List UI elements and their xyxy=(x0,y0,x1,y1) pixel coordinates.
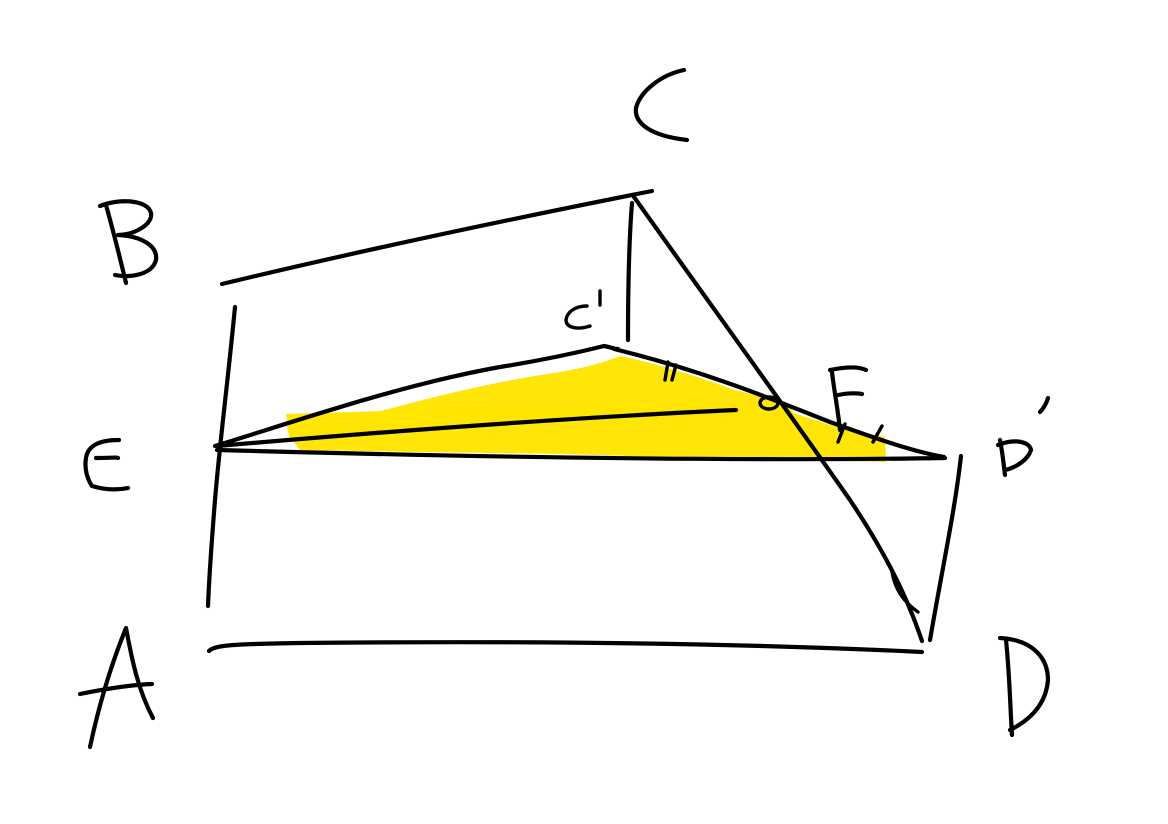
point-F-marker xyxy=(758,395,780,411)
edge-CD-diagonal xyxy=(631,194,925,644)
edge-EC-prime xyxy=(212,343,621,449)
glyph-F xyxy=(827,365,869,433)
edge-EF xyxy=(214,407,739,449)
tick-FDprime-2 xyxy=(871,424,884,444)
label-B: B xyxy=(110,231,124,255)
glyph-D-prime xyxy=(995,395,1051,478)
edge-DprimeD xyxy=(927,453,964,643)
tick-CprimeF-1 xyxy=(663,360,670,382)
glyph-c-prime xyxy=(564,289,602,330)
tick-near-D xyxy=(890,570,920,614)
glyph-C xyxy=(633,67,690,143)
label-A: A xyxy=(95,701,109,725)
edge-C-vertical xyxy=(625,200,635,343)
label-E: E xyxy=(95,451,108,475)
label-C: C xyxy=(645,91,659,115)
figure-lines xyxy=(205,188,964,655)
label-D: D xyxy=(1010,671,1025,695)
label-F: F xyxy=(835,381,847,405)
label-D-prime: D' xyxy=(1005,441,1026,465)
glyph-E xyxy=(83,437,131,492)
tick-CprimeF-2 xyxy=(670,363,678,382)
glyph-D xyxy=(997,635,1051,738)
label-C-prime: c' xyxy=(570,303,587,327)
tick-marks xyxy=(663,360,920,614)
edge-AB xyxy=(205,304,238,609)
glyph-B xyxy=(97,199,159,286)
edge-BC xyxy=(219,188,655,287)
edge-AD xyxy=(206,640,925,655)
edge-E-Dprime xyxy=(214,447,948,462)
tick-FDprime-1 xyxy=(836,422,847,444)
edge-Cprime-Dprime xyxy=(611,346,947,460)
point-labels xyxy=(77,67,1051,750)
glyph-A xyxy=(77,625,156,750)
